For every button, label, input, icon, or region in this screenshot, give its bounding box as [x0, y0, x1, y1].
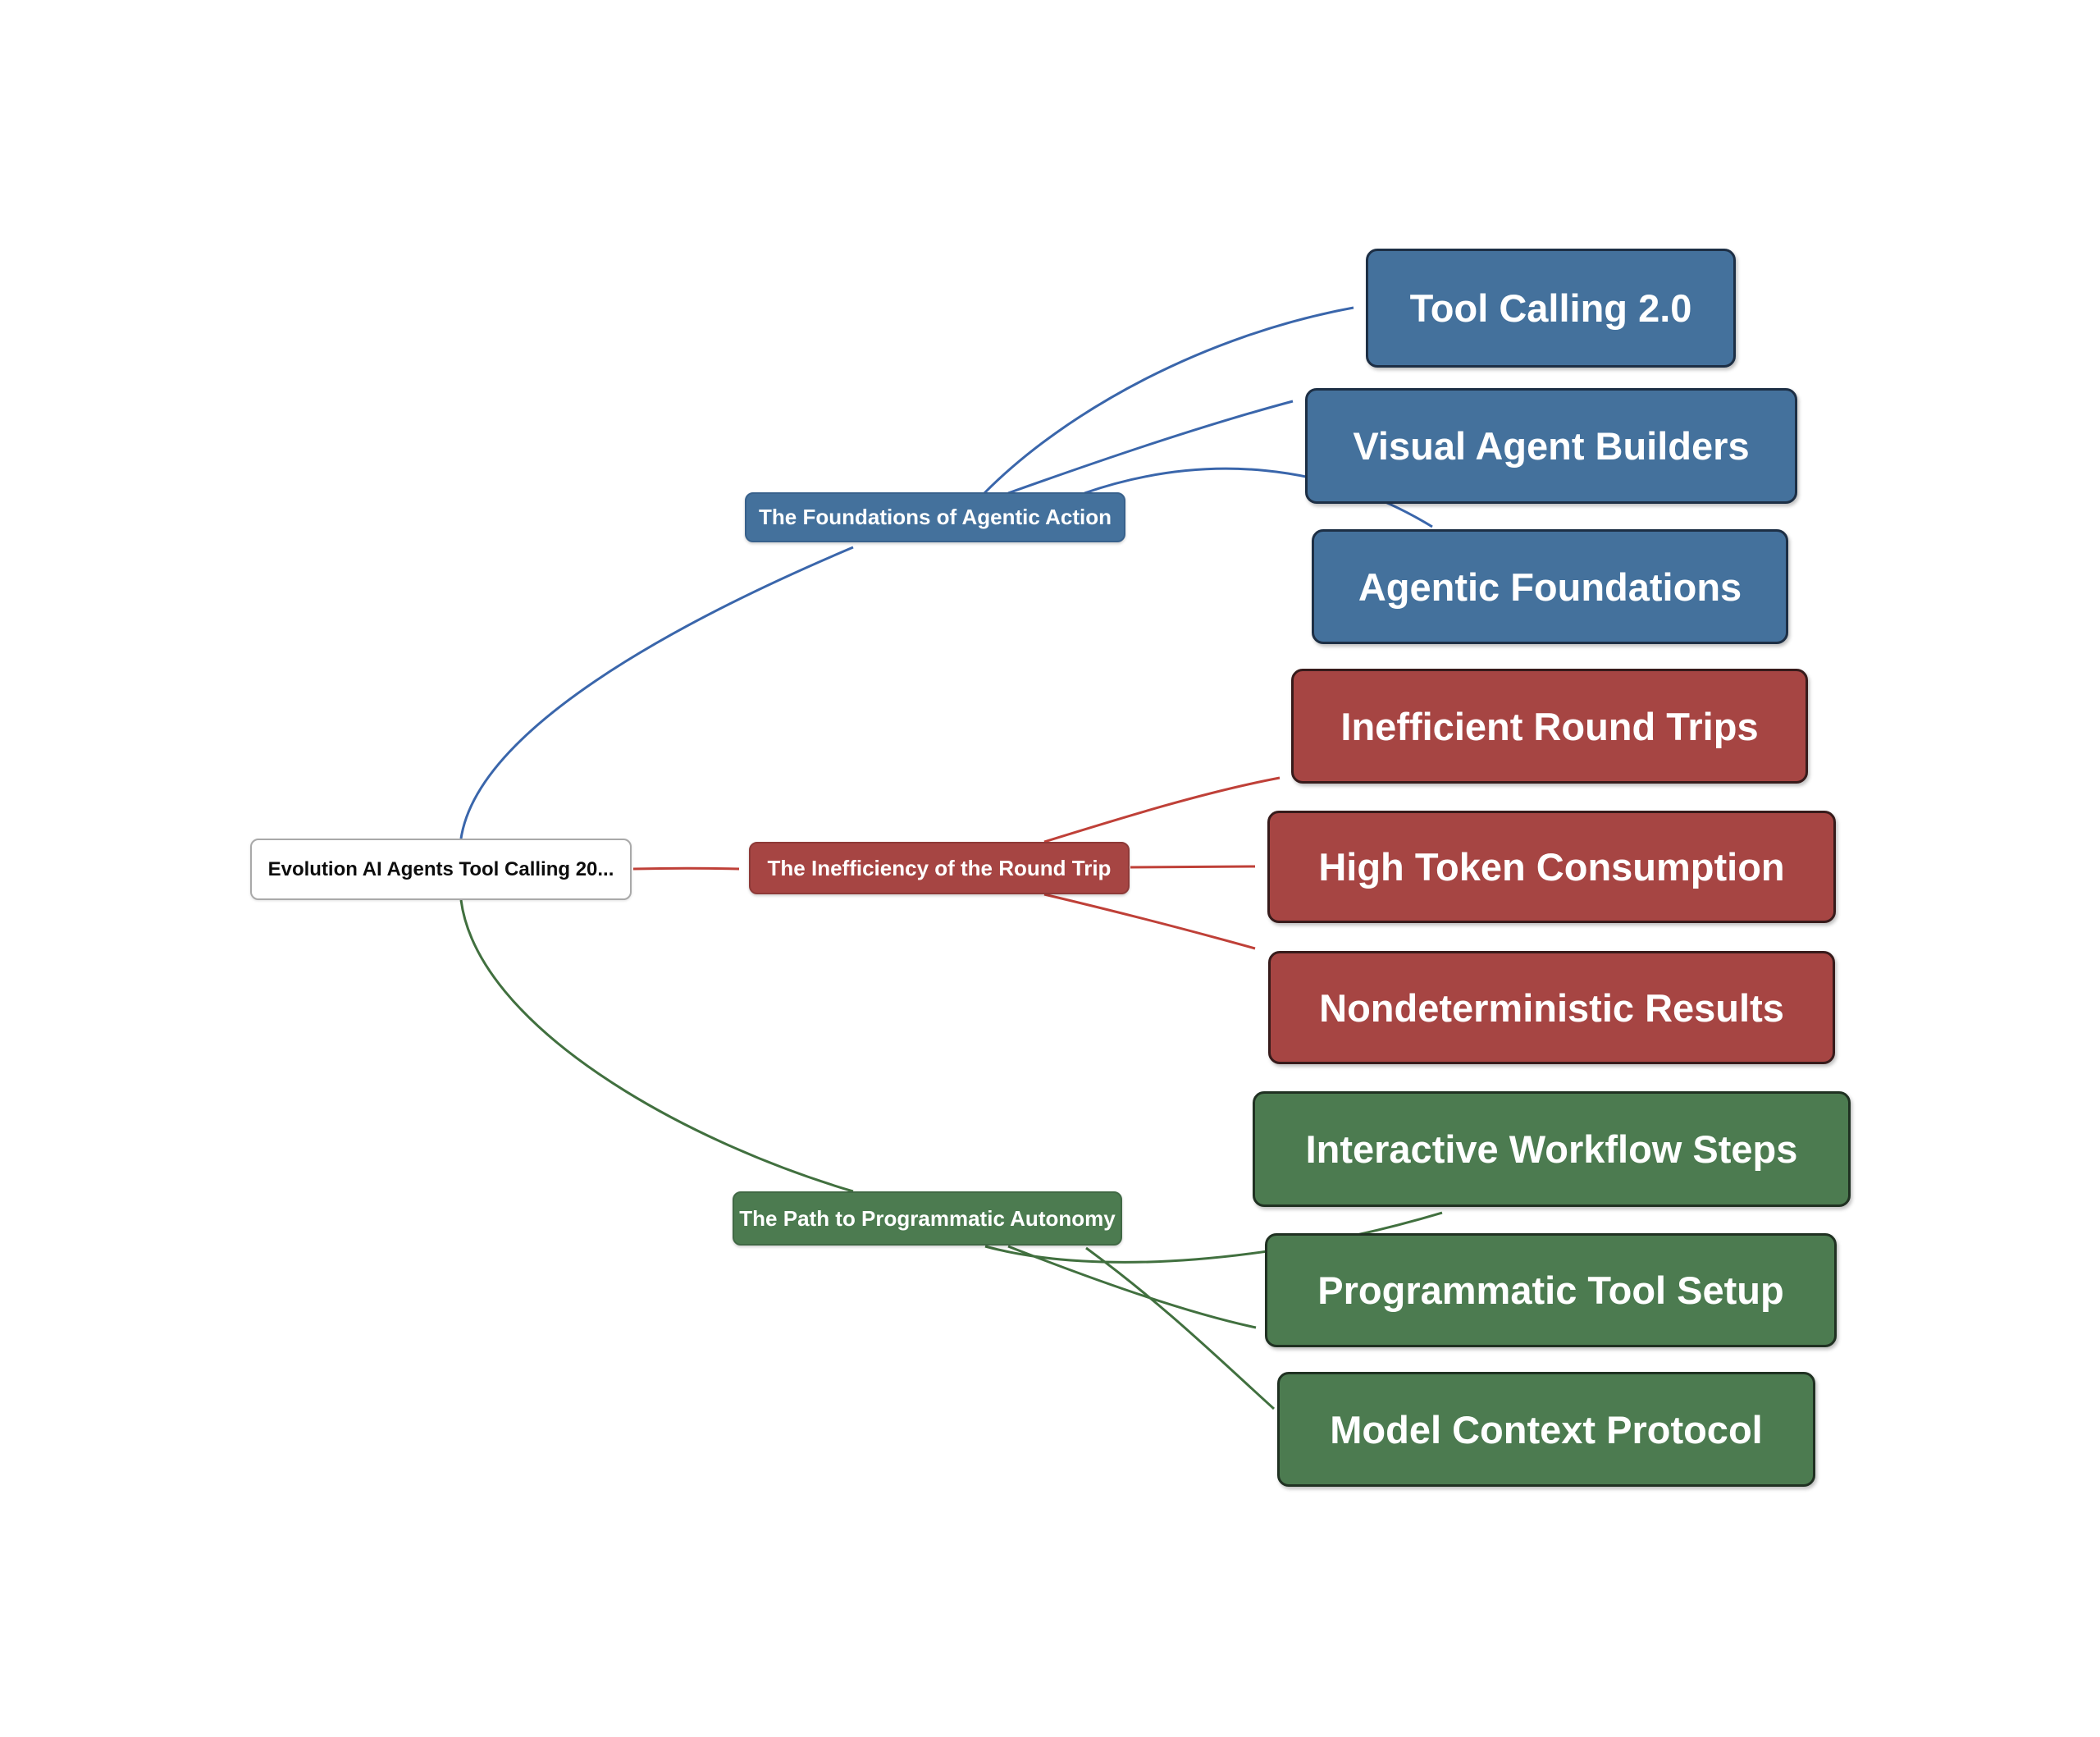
leaf-node-tool-calling-2-0[interactable]: Tool Calling 2.0 — [1366, 249, 1736, 368]
edge-autonomy-programmatic — [1007, 1245, 1257, 1329]
branch-node-foundations[interactable]: The Foundations of Agentic Action — [745, 492, 1125, 542]
leaf-node-agentic-foundations[interactable]: Agentic Foundations — [1312, 529, 1788, 644]
edge-foundations-tool-calling — [983, 306, 1354, 495]
branch-node-inefficiency[interactable]: The Inefficiency of the Round Trip — [749, 842, 1130, 894]
edge-autonomy-mcp — [1085, 1246, 1276, 1410]
edge-inefficiency-nondeterministic — [1043, 893, 1256, 950]
edge-foundations-visual-builders — [1007, 400, 1294, 495]
leaf-node-nondeterministic-results[interactable]: Nondeterministic Results — [1268, 951, 1835, 1064]
leaf-node-high-token-consumption[interactable]: High Token Consumption — [1267, 811, 1836, 923]
edge-inefficiency-tokens — [1130, 865, 1256, 869]
leaf-node-inefficient-round-trips[interactable]: Inefficient Round Trips — [1291, 669, 1808, 784]
leaf-node-visual-agent-builders[interactable]: Visual Agent Builders — [1305, 388, 1797, 504]
root-node[interactable]: Evolution AI Agents Tool Calling 20... — [250, 839, 632, 900]
leaf-node-interactive-workflow-steps[interactable]: Interactive Workflow Steps — [1253, 1091, 1851, 1207]
edge-inefficiency-round-trips — [1043, 776, 1281, 843]
edge-root-autonomy — [459, 899, 854, 1193]
leaf-node-model-context-protocol[interactable]: Model Context Protocol — [1277, 1372, 1815, 1487]
edge-root-inefficiency — [632, 866, 740, 871]
branch-node-autonomy[interactable]: The Path to Programmatic Autonomy — [733, 1191, 1122, 1246]
edge-root-foundations — [459, 546, 854, 839]
leaf-node-programmatic-tool-setup[interactable]: Programmatic Tool Setup — [1265, 1233, 1837, 1347]
